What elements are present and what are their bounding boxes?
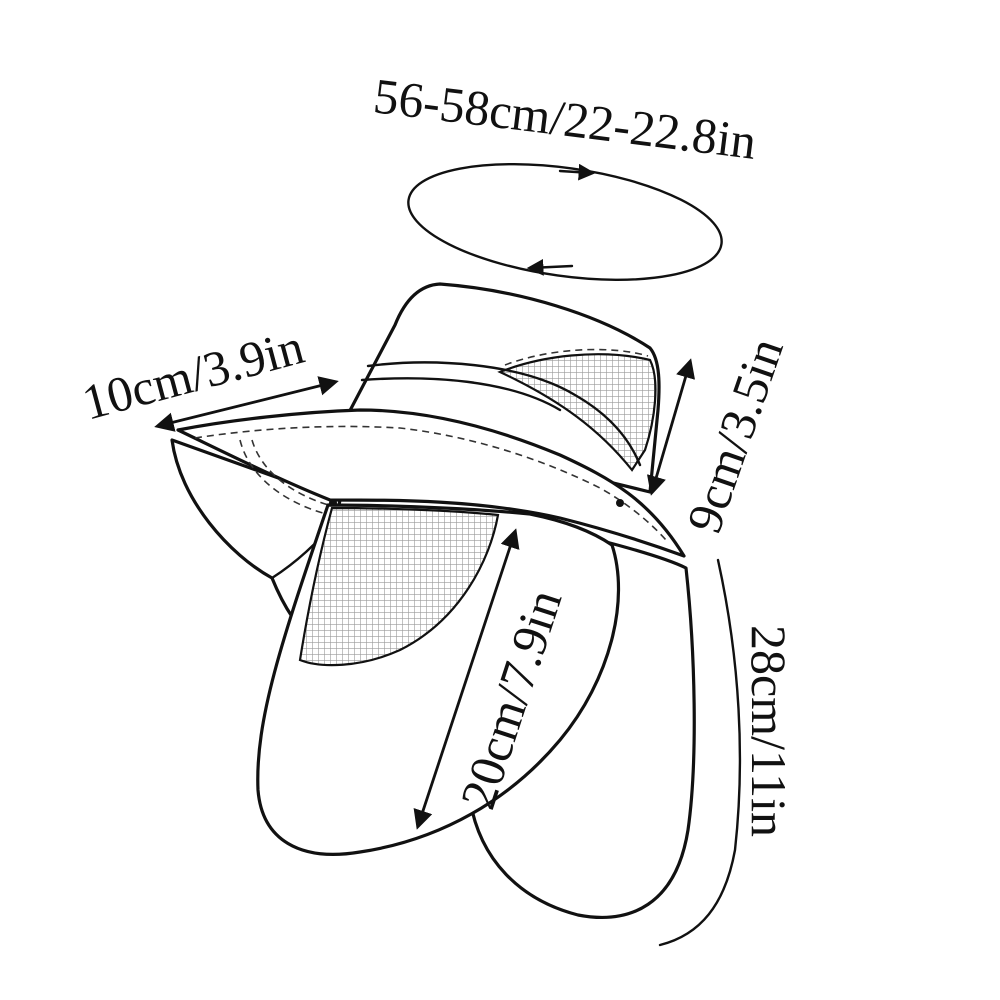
brim-label: 10cm/3.9in (76, 318, 309, 431)
circumference-label: 56-58cm/22-22.8in (371, 67, 760, 169)
hat-band (366, 361, 642, 467)
circumference-arrow-bottom (526, 258, 574, 276)
back-flap-guide-line (658, 558, 742, 947)
brim-under-stitch-2 (251, 439, 333, 507)
brim-snap-right (616, 499, 624, 507)
circumference-arrow-top (558, 163, 596, 181)
back-flap-label: 28cm/11in (741, 625, 797, 837)
crown-height-label: 9cm/3.5in (675, 331, 794, 540)
hat-brim (176, 408, 686, 558)
brim-dimension-arrow (154, 376, 339, 432)
crown-height-arrow (646, 358, 696, 496)
hat-band-lower (360, 377, 562, 412)
brim-under-stitch (239, 439, 331, 516)
front-flap-arrow (413, 528, 520, 830)
crown-stitch (504, 348, 649, 366)
circumference-ellipse (407, 162, 723, 282)
